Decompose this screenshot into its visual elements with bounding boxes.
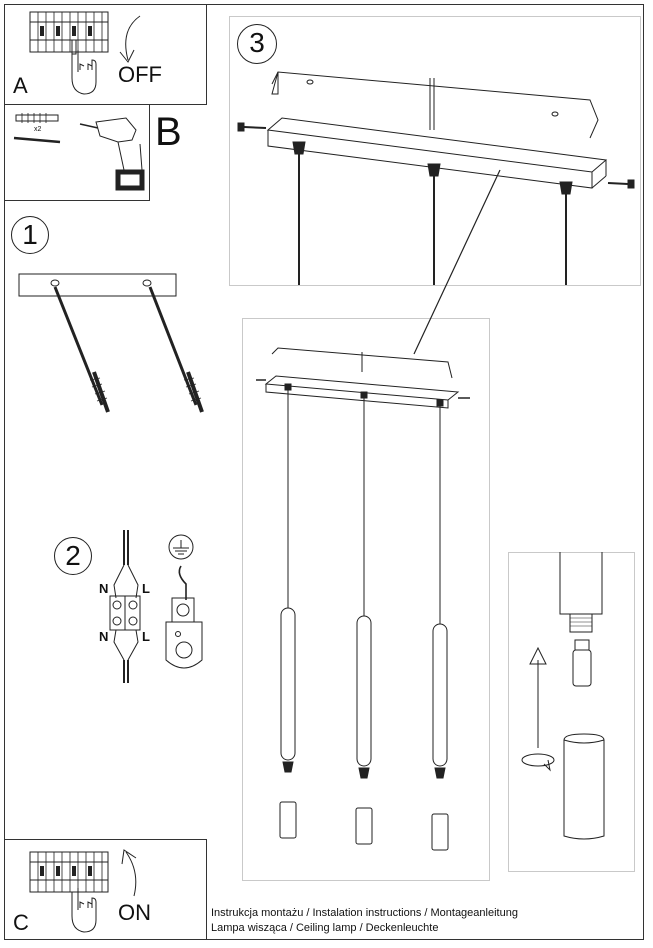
terminal-block-icon: [109, 595, 141, 631]
step1-screw-anchor-right: [148, 286, 204, 413]
hand-icon-c: [71, 888, 97, 933]
rotate-arrow-icon: [521, 753, 555, 772]
wire-label-l-top: L: [142, 581, 150, 596]
step-3-number: 3: [249, 27, 265, 58]
panel-b-letter: B: [155, 110, 182, 154]
switch-block-icon-a: [29, 11, 109, 53]
panel-c-letter: C: [13, 910, 29, 935]
bulb-detail-illustration: [559, 552, 605, 840]
detail-leader-line: [413, 169, 501, 355]
step-2-marker: 2: [54, 537, 92, 575]
overview-canopy: [256, 347, 470, 409]
step-2-number: 2: [65, 540, 81, 571]
step3-screws: [237, 122, 635, 189]
step1-mounting-plate: [18, 273, 177, 297]
drill-icon: [79, 117, 145, 191]
hand-icon-a: [71, 39, 97, 95]
pendant-left: [279, 390, 297, 839]
lamp-overview-panel: [242, 318, 490, 881]
arrow-up-icon-c: [121, 849, 137, 897]
anchor-quantity: x2: [34, 126, 42, 133]
step-3-marker: 3: [237, 24, 277, 64]
ground-symbol-icon: [165, 534, 203, 669]
caption-line-1: Instrukcja montażu / Instalation instruc…: [211, 907, 518, 919]
step-1-marker: 1: [11, 216, 49, 254]
step3-ceiling-bracket: [271, 71, 599, 139]
panel-a-off-text: OFF: [118, 62, 162, 87]
panel-a-letter: A: [13, 73, 28, 98]
pendant-right: [431, 406, 449, 851]
step3-cable-glands: [292, 141, 573, 195]
wire-label-l-bottom: L: [142, 629, 150, 644]
step3-cables: [298, 154, 567, 285]
step3-detail-panel: [229, 16, 641, 286]
pendant-middle: [355, 398, 373, 845]
wire-label-n-top: N: [99, 581, 109, 596]
step3-canopy-rail: [266, 117, 608, 189]
wall-anchor-icon: [13, 113, 61, 144]
step-1-number: 1: [22, 219, 38, 250]
caption-line-2: Lampa wisząca / Ceiling lamp / Deckenleu…: [211, 922, 439, 934]
bulb-detail-panel: [508, 552, 635, 872]
panel-c-on-text: ON: [118, 900, 151, 925]
arrow-down-icon: [119, 15, 141, 63]
switch-block-icon-c: [29, 851, 109, 893]
page-frame: [4, 4, 644, 940]
step1-screw-anchor-left: [53, 286, 110, 413]
wire-label-n-bottom: N: [99, 629, 109, 644]
arrow-up-icon: [529, 646, 547, 748]
wire-pair-bottom: [113, 629, 139, 683]
wire-pair-top: [113, 530, 139, 599]
